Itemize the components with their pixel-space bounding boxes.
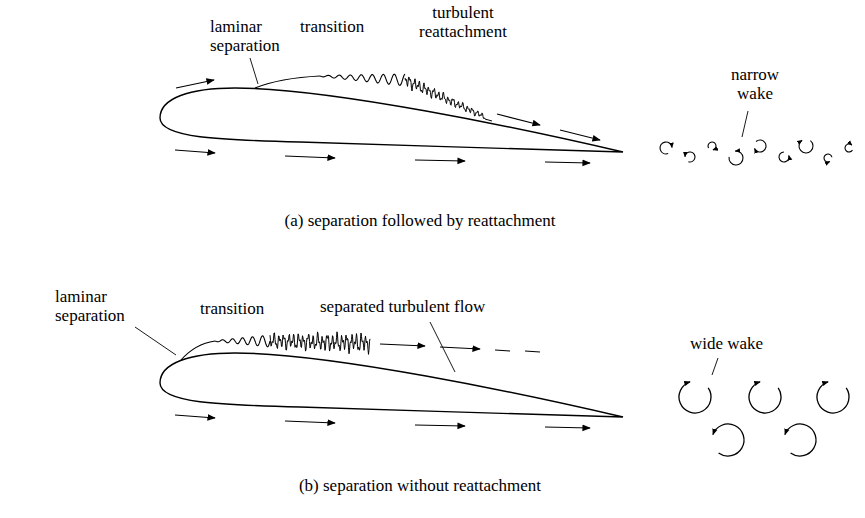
wake-vortex [679, 382, 711, 413]
leader-line [135, 327, 176, 355]
airfoil-a [160, 74, 623, 163]
annotation: wide wake [690, 335, 763, 354]
flow-dash [495, 350, 510, 351]
annotation: laminar separation [55, 288, 140, 325]
flow-arrow [285, 156, 335, 158]
flow-arrow [497, 114, 540, 125]
transition-wave [320, 74, 405, 85]
leader-line [712, 358, 718, 375]
flow-arrow [415, 425, 465, 426]
flow-arrow [545, 427, 590, 428]
airfoil-b [160, 332, 623, 428]
wake-vortex [824, 154, 832, 162]
flow-arrow [285, 421, 335, 423]
flow-arrow [175, 415, 215, 418]
sub-caption: (b) separation without reattachment [20, 477, 820, 496]
wake-vortex [713, 424, 744, 456]
wake-vortex [799, 140, 813, 153]
flow-arrow [560, 130, 600, 140]
turbulent-wave [270, 332, 370, 355]
annotation: turbulent reattachment [408, 4, 518, 41]
separation-streamline [255, 76, 320, 88]
flow-arrow [175, 150, 215, 153]
transition-wave [215, 336, 270, 347]
airfoil-outline [160, 88, 623, 152]
wake-vortex [785, 424, 816, 456]
leader-line [430, 322, 455, 372]
flow-arrow [415, 160, 465, 161]
wake-vortex [660, 142, 672, 154]
annotation: transition [200, 300, 264, 319]
wake-vortex [755, 140, 766, 152]
annotation: transition [300, 18, 364, 37]
wake-vortex [685, 152, 695, 162]
flow-arrow [176, 80, 214, 88]
annotation: separated turbulent flow [320, 298, 485, 317]
leader-line [250, 58, 258, 84]
leader-line [742, 111, 748, 137]
wake-vortex [779, 152, 789, 162]
annotation: laminar separation [210, 18, 295, 55]
flow-dash [525, 351, 540, 352]
flow-arrow [380, 344, 425, 346]
wake-vortex [708, 142, 716, 150]
flow-arrow [440, 347, 480, 349]
airfoil-outline [160, 353, 623, 417]
wake-vortex [845, 144, 852, 152]
wake-vortex [817, 382, 849, 413]
separation-streamline [181, 341, 215, 360]
annotation: narrow wake [722, 66, 788, 103]
wake-vortex [749, 382, 781, 413]
sub-caption: (a) separation followed by reattachment [20, 212, 820, 231]
turbulent-wave [405, 77, 492, 121]
wake-vortex [729, 151, 743, 165]
flow-arrow [545, 162, 590, 163]
